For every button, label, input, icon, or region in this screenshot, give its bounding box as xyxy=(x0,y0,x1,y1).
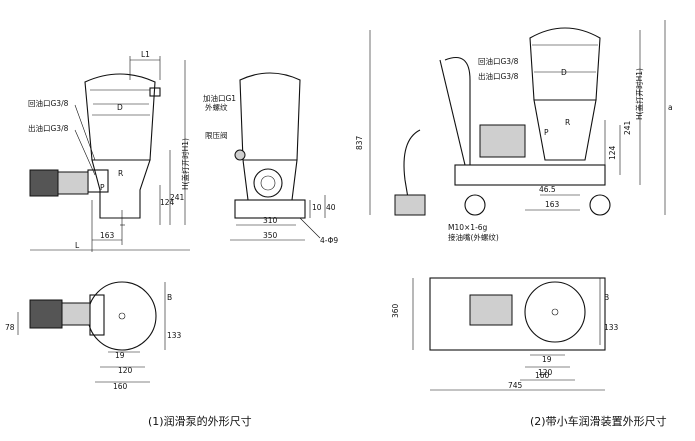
dim-133-left: 133 xyxy=(167,331,182,340)
dim-19-left: 19 xyxy=(115,351,125,360)
pump-top-view xyxy=(17,281,166,383)
dim-124-right: 124 xyxy=(608,145,617,160)
dim-L-left: L xyxy=(75,241,80,250)
dim-D-right: D xyxy=(561,68,567,77)
label-grease-nozzle: 接油嘴(外螺纹) xyxy=(448,232,499,242)
label-holes: 4-Φ9 xyxy=(320,236,338,245)
dim-H-left: H(盖打开时H1) xyxy=(180,138,190,190)
dim-78: 78 xyxy=(5,323,15,332)
dim-H-right: H(盖打开时H1) xyxy=(634,68,644,120)
dim-46-5: 46.5 xyxy=(539,185,556,194)
label-R-left: R xyxy=(118,169,123,178)
dim-124-left: 124 xyxy=(160,198,175,207)
label-relief-valve: 限压阀 xyxy=(205,131,228,140)
label-outlet-port-right: 出油口G3/8 xyxy=(478,71,519,81)
dim-745: 745 xyxy=(508,381,523,390)
pump-front-view xyxy=(29,56,190,252)
dim-B-right: B xyxy=(604,293,609,302)
dim-a: a xyxy=(668,103,673,112)
dim-310: 310 xyxy=(263,216,278,225)
label-outlet-port-left: 出油口G3/8 xyxy=(28,123,69,133)
caption-left: (1)润滑泵的外形尺寸 xyxy=(148,414,252,428)
label-fill-port: 加油口G1 xyxy=(203,93,236,103)
dim-241-left: 241 xyxy=(170,193,185,202)
dim-160-left: 160 xyxy=(113,382,128,391)
dim-19-right: 19 xyxy=(542,355,552,364)
dim-133-right: 133 xyxy=(604,323,619,332)
dim-40: 40 xyxy=(326,203,336,212)
dim-L1: L1 xyxy=(141,50,150,59)
label-external-thread: 外螺纹 xyxy=(205,102,228,112)
dim-350: 350 xyxy=(263,231,278,240)
dim-163-left: 163 xyxy=(100,231,115,240)
cart-side-view xyxy=(369,20,666,216)
dim-120-right: 120 xyxy=(538,368,553,377)
label-R-right: R xyxy=(565,118,570,127)
pump-side-view xyxy=(230,72,326,241)
dim-10-left: 10 xyxy=(312,203,322,212)
dim-120-left: 120 xyxy=(118,366,133,375)
label-nozzle-thread: M10×1-6g xyxy=(448,223,488,232)
caption-right: (2)带小车润滑装置外形尺寸 xyxy=(530,414,667,428)
dim-360: 360 xyxy=(391,303,400,318)
dim-163-right: 163 xyxy=(545,200,560,209)
dim-160-right: 160 xyxy=(535,371,550,380)
label-return-port-right: 回油口G3/8 xyxy=(478,56,519,66)
label-P-right: P xyxy=(544,128,549,137)
dim-241-right: 241 xyxy=(623,120,632,135)
dim-837: 837 xyxy=(355,135,364,150)
label-P-left: P xyxy=(100,183,105,192)
dim-D-left: D xyxy=(117,103,123,112)
label-return-port-left: 回油口G3/8 xyxy=(28,98,69,108)
cart-top-view xyxy=(412,277,606,391)
dim-B-left: B xyxy=(167,293,172,302)
